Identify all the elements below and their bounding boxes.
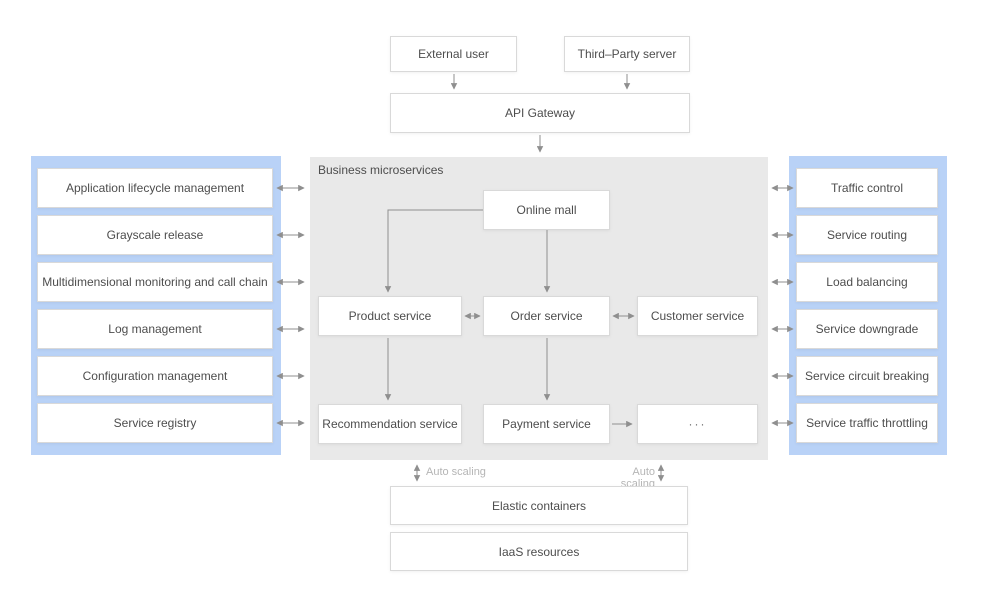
node-service-routing: Service routing	[796, 215, 938, 255]
node-multidimensional-monitoring: Multidimensional monitoring and call cha…	[37, 262, 273, 302]
node-more-services-ellipsis: ···	[637, 404, 758, 444]
node-order-service: Order service	[483, 296, 610, 336]
node-grayscale-release: Grayscale release	[37, 215, 273, 255]
node-service-traffic-throttling: Service traffic throttling	[796, 403, 938, 443]
node-external-user: External user	[390, 36, 517, 72]
node-service-registry: Service registry	[37, 403, 273, 443]
node-customer-service: Customer service	[637, 296, 758, 336]
node-traffic-control: Traffic control	[796, 168, 938, 208]
node-online-mall: Online mall	[483, 190, 610, 230]
node-application-lifecycle-management: Application lifecycle management	[37, 168, 273, 208]
node-recommendation-service: Recommendation service	[318, 404, 462, 444]
node-product-service: Product service	[318, 296, 462, 336]
node-elastic-containers: Elastic containers	[390, 486, 688, 525]
node-load-balancing: Load balancing	[796, 262, 938, 302]
node-service-circuit-breaking: Service circuit breaking	[796, 356, 938, 396]
node-payment-service: Payment service	[483, 404, 610, 444]
node-iaas-resources: IaaS resources	[390, 532, 688, 571]
node-configuration-management: Configuration management	[37, 356, 273, 396]
auto-scaling-label-left: Auto scaling	[426, 466, 486, 478]
node-third-party-server: Third–Party server	[564, 36, 690, 72]
node-service-downgrade: Service downgrade	[796, 309, 938, 349]
node-log-management: Log management	[37, 309, 273, 349]
business-microservices-title: Business microservices	[318, 163, 444, 177]
node-api-gateway: API Gateway	[390, 93, 690, 133]
